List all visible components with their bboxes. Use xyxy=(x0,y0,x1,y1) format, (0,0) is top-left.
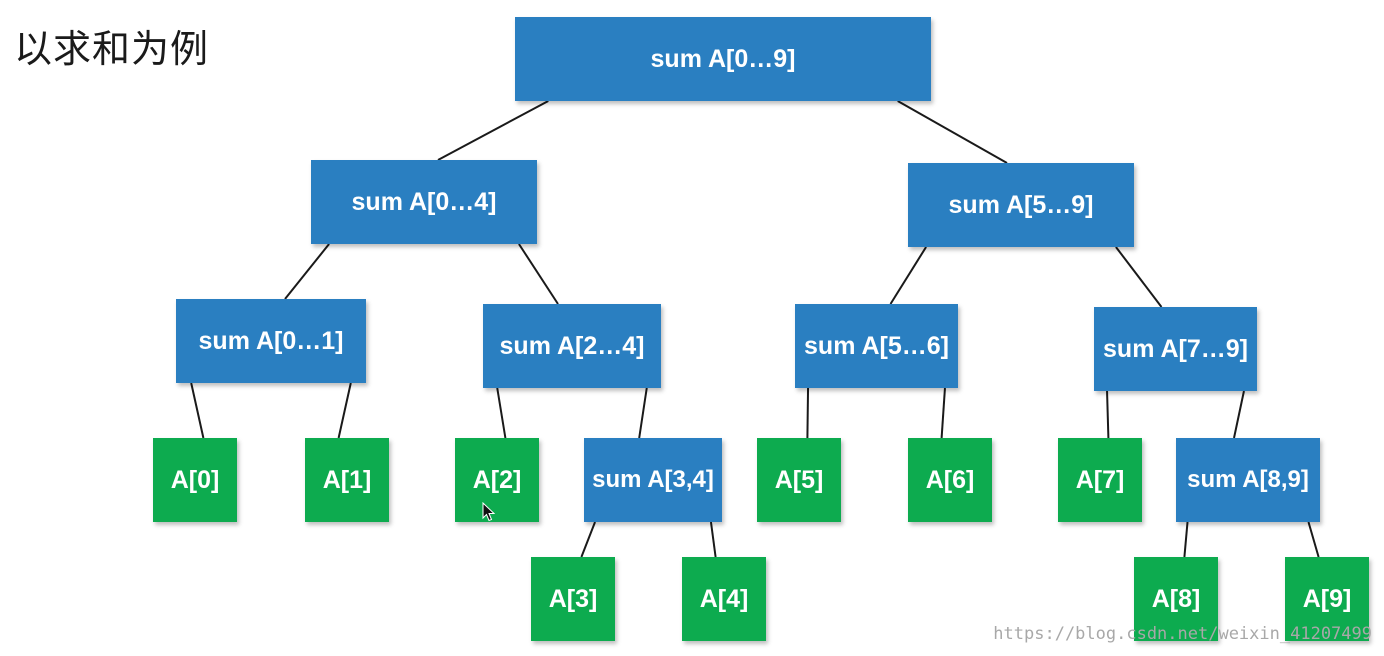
tree-node-a2: A[2] xyxy=(455,438,539,522)
tree-edge-n0_9-n5_9 xyxy=(897,100,1008,164)
tree-edge-n0_4-n2_4 xyxy=(518,243,559,305)
tree-node-a9: A[9] xyxy=(1285,557,1369,641)
tree-edge-n2_4-a2 xyxy=(496,387,507,439)
tree-edge-n5_6-a5 xyxy=(806,387,810,439)
tree-edge-n8_9-a9 xyxy=(1307,521,1320,558)
tree-edge-n7_9-a7 xyxy=(1106,390,1110,439)
mouse-pointer-icon xyxy=(482,502,496,522)
tree-edge-n5_6-a6 xyxy=(940,387,946,439)
tree-node-n0_9: sum A[0…9] xyxy=(515,17,931,101)
tree-edge-n7_9-n8_9 xyxy=(1233,390,1245,439)
tree-edge-n0_9-n0_4 xyxy=(437,100,549,161)
tree-edge-n5_9-n7_9 xyxy=(1115,246,1163,308)
tree-edge-n3_4-a4 xyxy=(709,521,717,558)
tree-node-n8_9: sum A[8,9] xyxy=(1176,438,1320,522)
tree-node-n5_9: sum A[5…9] xyxy=(908,163,1134,247)
page-title: 以求和为例 xyxy=(14,27,210,71)
tree-edge-n0_1-a0 xyxy=(190,382,205,439)
tree-edge-n3_4-a3 xyxy=(580,521,596,558)
tree-node-a7: A[7] xyxy=(1058,438,1142,522)
tree-node-n7_9: sum A[7…9] xyxy=(1094,307,1257,391)
tree-node-a4: A[4] xyxy=(682,557,766,641)
tree-node-a1: A[1] xyxy=(305,438,389,522)
watermark-text: https://blog.csdn.net/weixin_41207499 xyxy=(993,624,1372,644)
tree-node-a3: A[3] xyxy=(531,557,615,641)
tree-node-n0_1: sum A[0…1] xyxy=(176,299,366,383)
tree-edge-n2_4-n3_4 xyxy=(638,387,648,439)
tree-node-a0: A[0] xyxy=(153,438,237,522)
tree-node-a8: A[8] xyxy=(1134,557,1218,641)
tree-edge-n0_1-a1 xyxy=(337,382,352,439)
tree-node-a6: A[6] xyxy=(908,438,992,522)
tree-edge-n0_4-n0_1 xyxy=(284,243,330,300)
tree-node-n5_6: sum A[5…6] xyxy=(795,304,958,388)
tree-edge-n8_9-a8 xyxy=(1183,521,1189,558)
tree-node-n3_4: sum A[3,4] xyxy=(584,438,722,522)
tree-edge-n5_9-n5_6 xyxy=(889,246,927,305)
tree-node-a5: A[5] xyxy=(757,438,841,522)
tree-node-n2_4: sum A[2…4] xyxy=(483,304,661,388)
tree-node-n0_4: sum A[0…4] xyxy=(311,160,537,244)
